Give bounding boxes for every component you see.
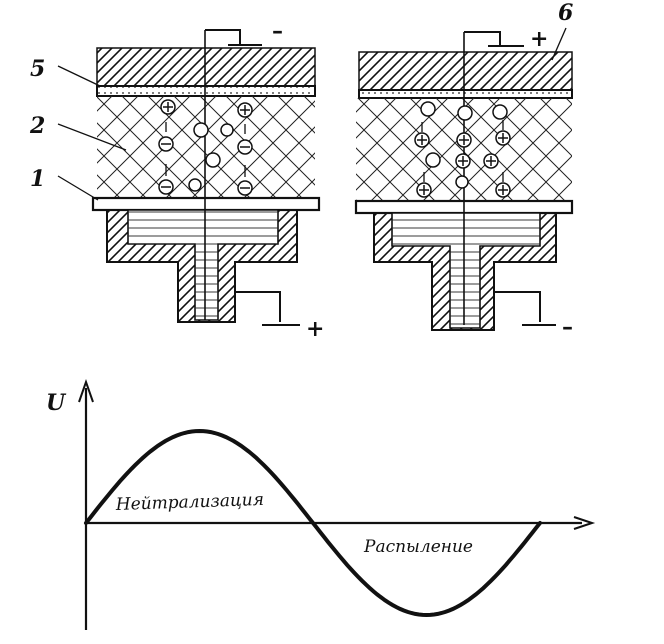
right-target-electrode: [358, 51, 573, 91]
right-bottom-wire: [494, 291, 556, 326]
left-positive-ions: [160, 99, 253, 118]
negative-phase-label: Распыление: [363, 537, 473, 557]
left-panel: – + 5 2 1: [29, 18, 324, 342]
right-positive-ions: [414, 130, 511, 198]
left-bottom-polarity: +: [306, 316, 324, 342]
right-bottom-polarity: –: [562, 314, 573, 340]
label-5: 5: [30, 56, 45, 82]
left-negative-ions: [158, 136, 253, 196]
left-substrate-plate: [91, 196, 321, 212]
positive-phase-label: Нейтрализация: [114, 490, 264, 515]
left-top-polarity: –: [272, 18, 283, 44]
right-film-layer: [358, 89, 573, 99]
y-axis-arrow: [78, 378, 94, 403]
right-neutral-atoms: [420, 101, 508, 189]
left-target-electrode: [96, 47, 316, 87]
left-film-layer: [96, 85, 316, 97]
left-neutral-atoms: [188, 122, 234, 192]
label-2: 2: [29, 113, 45, 139]
y-axis-label: U: [46, 390, 67, 416]
voltage-sine-curve: [84, 428, 542, 618]
right-panel: + – 6: [354, 0, 573, 340]
left-plasma-region: [97, 96, 315, 198]
right-top-polarity: +: [530, 26, 548, 52]
left-bottom-wire: [235, 291, 300, 326]
x-axis-arrow: [573, 516, 596, 530]
label-6: 6: [558, 0, 573, 26]
voltage-graph: U Нейтрализация Распыление: [46, 378, 596, 630]
label-1: 1: [30, 166, 45, 192]
